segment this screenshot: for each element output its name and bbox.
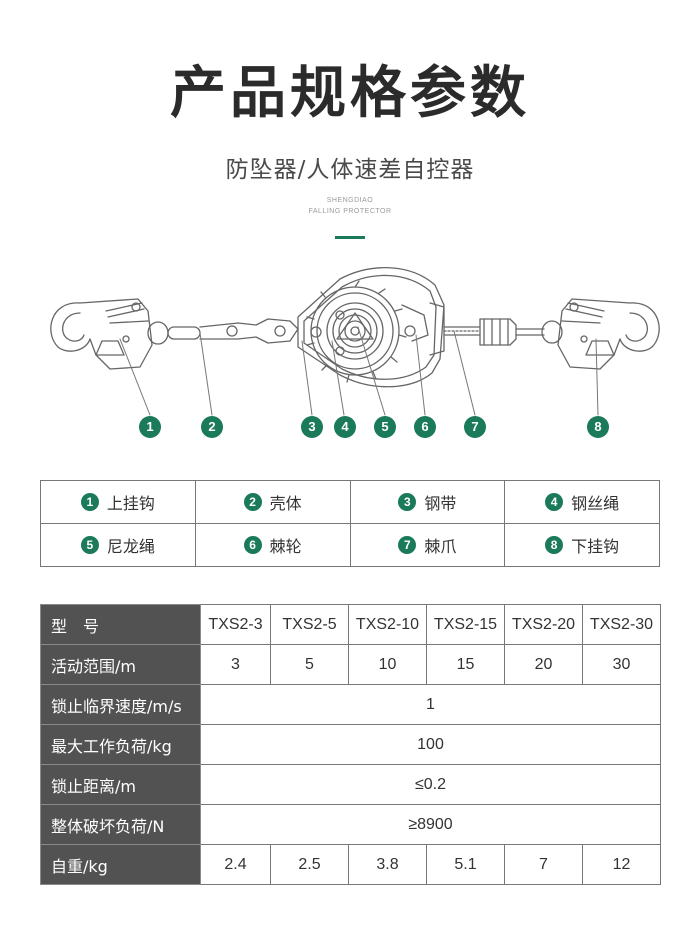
legend-label: 钢丝绳 <box>571 494 620 513</box>
range-cell: 10 <box>348 644 427 685</box>
max-load-label: 最大工作负荷/kg <box>40 724 201 765</box>
parts-legend-table: 1 上挂钩 2 壳体 3 钢带 4 钢丝绳 5 尼龙绳 6 棘轮 7 棘爪 8 下挂钩 <box>40 480 660 567</box>
legend-item: 3 钢带 <box>349 480 506 524</box>
page-title: 产品规格参数 <box>170 61 530 126</box>
legend-item: 2 壳体 <box>194 480 351 524</box>
model-cell: TXS2-5 <box>270 604 349 645</box>
range-row: 活动范围/m 3 5 10 15 20 30 <box>40 644 661 685</box>
lock-speed-label: 锁止临界速度/m/s <box>40 684 201 725</box>
legend-item: 4 钢丝绳 <box>504 480 660 524</box>
legend-row: 5 尼龙绳 6 棘轮 7 棘爪 8 下挂钩 <box>40 523 660 567</box>
legend-number: 1 <box>80 493 99 511</box>
callout-7: 7 <box>464 416 486 438</box>
callout-2: 2 <box>201 416 223 438</box>
legend-label: 上挂钩 <box>106 494 155 513</box>
legend-item: 7 棘爪 <box>349 523 506 567</box>
lock-speed-value: 1 <box>200 684 661 725</box>
weight-cell: 3.8 <box>348 844 427 885</box>
english-product-line: FALLING PROTECTOR <box>308 208 392 215</box>
upper-hook-drawing <box>50 298 153 370</box>
model-cell: TXS2-10 <box>348 604 427 645</box>
steel-band-drawing <box>199 318 299 344</box>
legend-row: 1 上挂钩 2 壳体 3 钢带 4 钢丝绳 <box>40 480 660 524</box>
range-cell: 30 <box>582 644 661 685</box>
callout-1: 1 <box>139 416 161 438</box>
cable-drawing <box>443 318 545 346</box>
legend-label: 钢带 <box>424 494 457 513</box>
lock-speed-row: 锁止临界速度/m/s 1 <box>40 684 661 725</box>
callout-3: 3 <box>301 416 323 438</box>
weight-cell: 5.1 <box>426 844 505 885</box>
lower-hook-drawing <box>541 298 660 370</box>
model-row: 型 号 TXS2-3 TXS2-5 TXS2-10 TXS2-15 TXS2-2… <box>40 604 661 645</box>
model-label: 型 号 <box>40 604 201 645</box>
swivel-connector <box>147 321 201 345</box>
callout-8: 8 <box>587 416 609 438</box>
weight-cell: 7 <box>504 844 583 885</box>
lock-distance-value: ≤0.2 <box>200 764 661 805</box>
product-diagram <box>50 267 660 416</box>
spec-table: 型 号 TXS2-3 TXS2-5 TXS2-10 TXS2-15 TXS2-2… <box>40 604 661 885</box>
model-cell: TXS2-3 <box>200 604 271 645</box>
legend-item: 6 棘轮 <box>194 523 351 567</box>
lock-distance-row: 锁止距离/m ≤0.2 <box>40 764 661 805</box>
legend-number: 3 <box>398 493 417 511</box>
break-load-value: ≥8900 <box>200 804 661 845</box>
model-cell: TXS2-20 <box>504 604 583 645</box>
legend-label: 下挂钩 <box>571 537 620 556</box>
model-cell: TXS2-30 <box>582 604 661 645</box>
range-cell: 3 <box>200 644 271 685</box>
callout-6: 6 <box>414 416 436 438</box>
legend-number: 4 <box>545 493 564 511</box>
callout-4: 4 <box>334 416 356 438</box>
legend-label: 棘轮 <box>269 537 302 556</box>
legend-label: 棘爪 <box>424 537 457 556</box>
legend-item: 5 尼龙绳 <box>40 523 196 567</box>
legend-number: 7 <box>398 536 417 554</box>
weight-label: 自重/kg <box>40 844 201 885</box>
break-load-label: 整体破坏负荷/N <box>40 804 201 845</box>
legend-item: 8 下挂钩 <box>504 523 660 567</box>
page-subtitle: 防坠器/人体速差自控器 <box>225 157 475 183</box>
model-cell: TXS2-15 <box>426 604 505 645</box>
legend-number: 8 <box>545 536 564 554</box>
legend-item: 1 上挂钩 <box>40 480 196 524</box>
weight-cell: 2.5 <box>270 844 349 885</box>
legend-label: 尼龙绳 <box>106 537 155 556</box>
lock-distance-label: 锁止距离/m <box>40 764 201 805</box>
accent-divider <box>335 236 365 239</box>
range-cell: 20 <box>504 644 583 685</box>
range-label: 活动范围/m <box>40 644 201 685</box>
housing-drawing <box>297 267 445 388</box>
leader-lines <box>119 326 599 416</box>
max-load-value: 100 <box>200 724 661 765</box>
legend-number: 5 <box>80 536 99 554</box>
max-load-row: 最大工作负荷/kg 100 <box>40 724 661 765</box>
english-brand-line: SHENGDIAO <box>326 197 374 204</box>
legend-label: 壳体 <box>269 494 302 513</box>
legend-number: 6 <box>243 536 262 554</box>
weight-cell: 2.4 <box>200 844 271 885</box>
break-load-row: 整体破坏负荷/N ≥8900 <box>40 804 661 845</box>
legend-number: 2 <box>243 493 262 511</box>
range-cell: 5 <box>270 644 349 685</box>
range-cell: 15 <box>426 644 505 685</box>
weight-row: 自重/kg 2.4 2.5 3.8 5.1 7 12 <box>40 844 661 885</box>
weight-cell: 12 <box>582 844 661 885</box>
callout-5: 5 <box>374 416 396 438</box>
